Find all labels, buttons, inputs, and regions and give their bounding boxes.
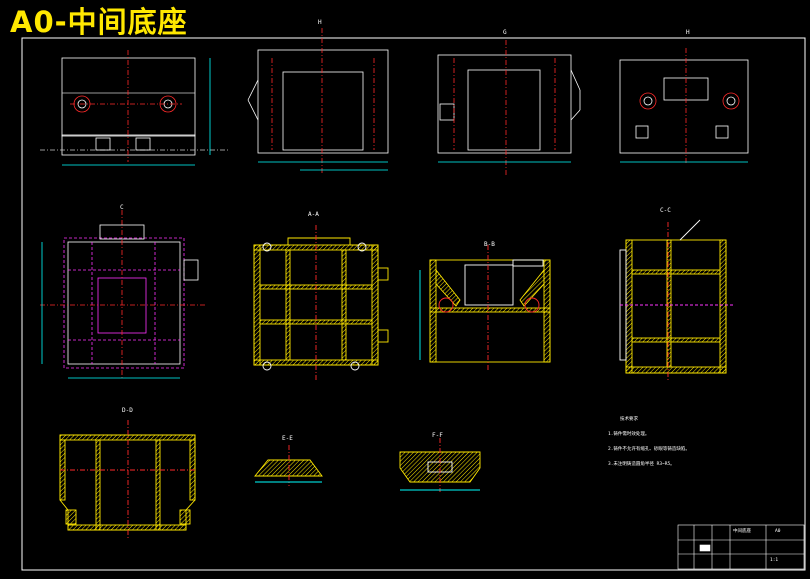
view-front-2 — [247, 28, 389, 175]
view-label-mid-4: C-C — [660, 207, 671, 214]
view-label-mid-3: B-B — [484, 241, 495, 248]
section-a-a — [253, 225, 389, 380]
drawing-title: A0-中间底座 — [10, 5, 188, 39]
title-block-scale: 1:1 — [770, 558, 779, 563]
section-d-d — [59, 420, 196, 538]
sheet-border — [21, 37, 806, 571]
view-label-bot-1: D-D — [122, 407, 133, 414]
view-label-mid-1: C — [120, 204, 124, 211]
view-label-top-2: H — [318, 19, 322, 26]
view-label-mid-2: A-A — [308, 211, 319, 218]
view-plan-c — [40, 210, 205, 380]
view-side-4 — [619, 48, 749, 165]
title-block-name: 中间底座 — [733, 529, 751, 534]
section-c-c — [619, 219, 735, 382]
note-2: 2.铸件不允许有缩孔、砂眼等铸造缺陷。 — [608, 447, 690, 452]
view-label-top-4: H — [686, 29, 690, 36]
view-label-bot-3: F-F — [432, 432, 443, 439]
title-block — [677, 524, 805, 570]
view-front-1 — [40, 50, 230, 166]
note-3: 3.未注明铸造圆角半径 R3~R5。 — [608, 462, 675, 467]
notes-heading: 技术要求 — [620, 417, 638, 422]
title-block-code: A0 — [775, 529, 781, 534]
view-label-bot-2: E-E — [282, 435, 293, 442]
note-1: 1.铸件需时效处理。 — [608, 432, 650, 437]
section-e-e — [254, 445, 323, 486]
view-label-top-3: G — [503, 29, 507, 36]
section-b-b — [419, 245, 551, 372]
view-side-3 — [437, 40, 581, 175]
section-f-f — [399, 438, 481, 492]
